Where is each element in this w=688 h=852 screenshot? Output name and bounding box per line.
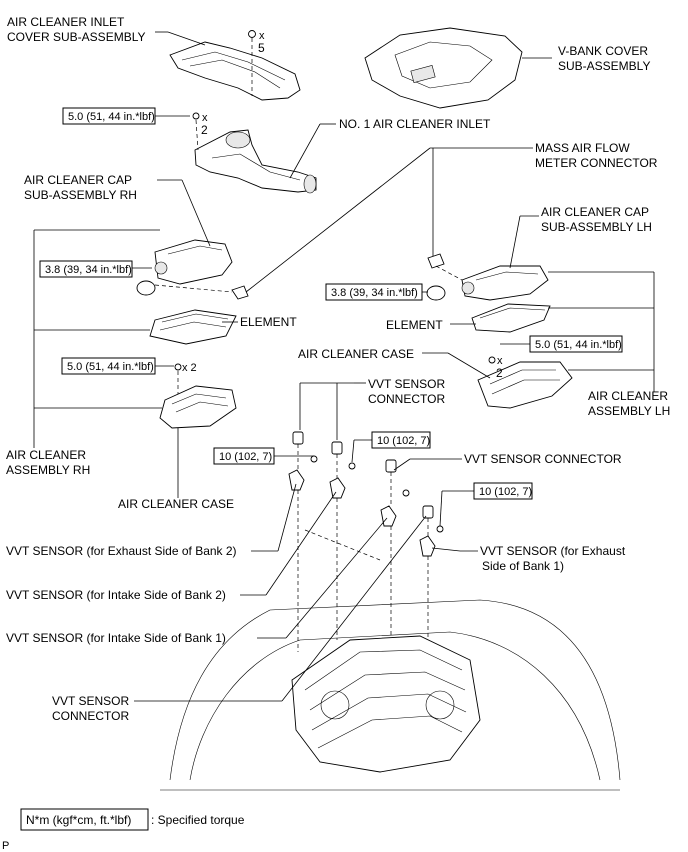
torque-value: 5.0 (51, 44 in.*lbf) [535, 339, 622, 351]
label-element-lh: ELEMENT [386, 318, 443, 332]
label-vvt-sensor-exhaust-bank2: VVT SENSOR (for Exhaust Side of Bank 2) [6, 544, 237, 558]
torque-spec-inlet: 5.0 (51, 44 in.*lbf) [62, 107, 156, 125]
mass-air-flow-connector-drawing [231, 285, 249, 300]
torque-value: 3.8 (39, 34 in.*lbf) [45, 264, 132, 276]
label-vvt-sensor-exhaust-bank1-line2: Side of Bank 1) [482, 559, 564, 573]
label-air-cleaner-inlet-cover-line2: COVER SUB-ASSEMBLY [7, 30, 145, 44]
label-vvt-sensor-connector-bottom-line2: CONNECTOR [52, 709, 129, 723]
label-air-cleaner-cap-rh: AIR CLEANER CAP [24, 173, 132, 187]
qty-case-rh-bolts: x 2 [182, 362, 197, 374]
label-air-cleaner-assembly-lh: AIR CLEANER [588, 389, 668, 403]
torque-spec-case-rh: 5.0 (51, 44 in.*lbf) [61, 357, 156, 375]
torque-spec-vvt-1: 10 (102, 7) [371, 431, 431, 449]
label-vvt-sensor-connector-top: VVT SENSOR [368, 377, 445, 391]
label-air-cleaner-cap-rh-line2: SUB-ASSEMBLY RH [24, 188, 137, 202]
label-vvt-sensor-connector-bottom: VVT SENSOR [52, 694, 129, 708]
label-air-cleaner-assembly-rh-line2: ASSEMBLY RH [6, 463, 90, 477]
label-no1-air-cleaner-inlet: NO. 1 AIR CLEANER INLET [339, 117, 491, 131]
leader-lines [33, 31, 655, 702]
engine-compartment-drawing [160, 599, 621, 791]
torque-spec-cap-lh: 3.8 (39, 34 in.*lbf) [325, 283, 423, 301]
air-cleaner-case-rh-drawing [159, 363, 237, 429]
label-mass-air-flow-meter-connector: MASS AIR FLOW [535, 141, 630, 155]
cap-rh-clamp-icon [136, 280, 156, 296]
mass-air-flow-connector-lh-drawing [427, 253, 463, 281]
label-air-cleaner-assembly-rh: AIR CLEANER [6, 448, 86, 462]
air-cleaner-inlet-cover-drawing [169, 41, 301, 101]
element-lh-drawing [471, 303, 551, 333]
torque-value: 10 (102, 7) [219, 451, 272, 463]
legend-unit-box: N*m (kgf*cm, ft.*lbf) [26, 813, 131, 827]
qty-case-lh-bolts-x: x [497, 355, 503, 367]
torque-spec-case-lh: 5.0 (51, 44 in.*lbf) [529, 335, 623, 353]
qty-case-lh-bolts-count: 2 [496, 366, 503, 380]
torque-value: 5.0 (51, 44 in.*lbf) [68, 111, 155, 123]
qty-inlet-bolts-count: 2 [201, 123, 208, 137]
dash-cap-rh [154, 284, 233, 293]
label-vvt-sensor-intake-bank2: VVT SENSOR (for Intake Side of Bank 2) [6, 588, 226, 602]
torque-value: 5.0 (51, 44 in.*lbf) [67, 361, 154, 373]
qty-inlet-bolts-x: x [202, 112, 208, 124]
torque-value: 3.8 (39, 34 in.*lbf) [331, 287, 418, 299]
label-air-cleaner-case-lh: AIR CLEANER CASE [298, 347, 414, 361]
torque-spec-vvt-2: 10 (102, 7) [213, 447, 275, 465]
legend-description: : Specified torque [151, 813, 245, 827]
cap-lh-clamp-icon [426, 285, 446, 301]
label-air-cleaner-inlet-cover: AIR CLEANER INLET [7, 15, 125, 29]
label-vvt-sensor-intake-bank1: VVT SENSOR (for Intake Side of Bank 1) [6, 631, 226, 645]
quantity-marks: x 5 x 2 x 2 x 2 [182, 30, 503, 380]
label-vvt-sensor-exhaust-bank1: VVT SENSOR (for Exhaust [480, 544, 626, 558]
inlet-bolt-icon [192, 112, 200, 151]
label-v-bank-cover-line2: SUB-ASSEMBLY [558, 59, 650, 73]
element-rh-drawing [149, 309, 237, 345]
label-element-rh: ELEMENT [240, 315, 297, 329]
label-air-cleaner-assembly-lh-line2: ASSEMBLY LH [588, 404, 670, 418]
no1-air-cleaner-inlet-drawing [194, 129, 317, 194]
torque-legend: N*m (kgf*cm, ft.*lbf) : Specified torque [20, 808, 245, 831]
cover-clip-icon [248, 30, 256, 96]
label-mass-air-flow-meter-connector-line2: METER CONNECTOR [535, 156, 658, 170]
label-air-cleaner-case-rh: AIR CLEANER CASE [118, 497, 234, 511]
label-air-cleaner-cap-lh-line2: SUB-ASSEMBLY LH [541, 220, 652, 234]
label-vvt-sensor-connector-top-line2: CONNECTOR [368, 392, 445, 406]
qty-cover-clips-x: x [259, 30, 265, 42]
torque-spec-cap-rh: 3.8 (39, 34 in.*lbf) [39, 260, 133, 278]
torque-spec-vvt-3: 10 (102, 7) [473, 482, 533, 500]
air-cleaner-cap-lh-drawing [461, 265, 549, 301]
label-vvt-sensor-connector-right: VVT SENSOR CONNECTOR [464, 452, 622, 466]
vvt-sensor-parts-drawing [288, 431, 444, 652]
label-v-bank-cover: V-BANK COVER [558, 44, 648, 58]
label-air-cleaner-cap-lh: AIR CLEANER CAP [541, 205, 649, 219]
air-cleaner-case-lh-drawing [477, 356, 573, 409]
qty-cover-clips-count: 5 [258, 41, 265, 55]
torque-value: 10 (102, 7) [377, 435, 430, 447]
v-bank-cover-drawing [364, 27, 552, 109]
torque-value: 10 (102, 7) [479, 486, 532, 498]
air-cleaner-cap-rh-drawing [154, 239, 233, 285]
part-labels: AIR CLEANER INLET COVER SUB-ASSEMBLY V-B… [6, 15, 670, 723]
corner-mark: P [2, 840, 9, 852]
